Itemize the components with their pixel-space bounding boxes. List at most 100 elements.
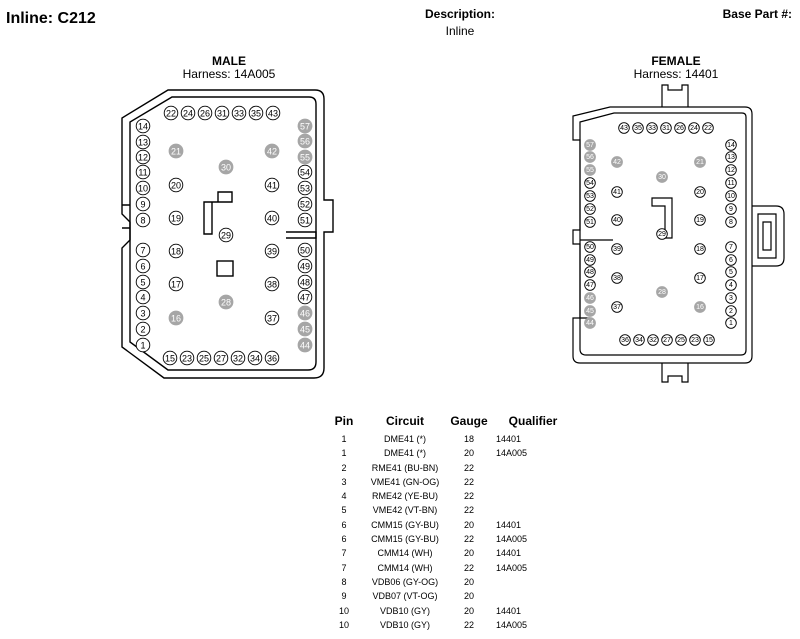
female-pin-label: 13 [727,154,735,161]
circuit-cell: VDB10 (GY) [379,619,430,630]
female-pin-label: 11 [727,180,734,187]
male-pin-label: 48 [300,278,310,288]
female-pin-label: 57 [586,142,594,149]
qualifier-cell [490,461,576,475]
female-pin-1 [725,317,737,329]
gauge-cell: 22 [463,491,474,502]
pin-cell: 1 [341,448,347,459]
qualifier-cell [490,489,576,503]
male-pin-label: 51 [300,216,310,226]
female-pin-29 [656,228,668,240]
male-pin-label: 41 [267,181,277,191]
female-pin-13 [725,151,737,163]
female-pin-label: 2 [729,308,733,315]
circuit-cell: DME41 (*) [383,434,426,444]
female-pin-label: 14 [727,142,735,149]
pin-cell: 7 [341,548,347,559]
female-pin-label: 30 [658,174,666,181]
female-pin-label: 17 [696,275,704,282]
male-pin-label: 23 [182,354,192,364]
description-value: Inline [445,24,475,38]
qualifier-cell [490,589,576,603]
male-pin-19 [168,210,184,226]
male-pin-label: 20 [171,181,181,191]
female-pin-30 [656,171,668,183]
male-pin-53 [297,180,313,196]
female-pin-43 [618,122,630,134]
female-pin-label: 41 [613,189,621,196]
female-pin-label: 22 [704,125,712,132]
male-pin-label: 31 [217,109,227,119]
male-pin-label: 53 [300,184,310,194]
gauge-cell: 22 [463,462,474,473]
female-connector: FEMALE Harness: 14401 [572,54,785,383]
female-pin-26 [674,122,686,134]
pin-table-header: Pin Circuit Gauge Qualifier [326,414,576,432]
description-label: Description: [424,7,495,21]
male-pin-label: 46 [300,309,310,319]
male-pin-label: 6 [140,262,145,272]
male-pin-6 [135,258,151,274]
male-pin-label: 44 [300,341,310,351]
female-pin-label: 53 [586,193,594,200]
qualifier-cell [490,503,576,517]
male-pin-39 [264,243,280,259]
circuit-cell: CMM14 (WH) [377,548,433,559]
page-title: Inline: C212 [6,10,96,27]
male-pin-24 [180,105,196,121]
female-pin-5 [725,266,737,278]
female-pin-34 [633,334,645,346]
female-pin-46 [584,292,596,304]
female-pin-37 [611,301,623,313]
male-pin-16 [168,310,184,326]
male-pin-57 [297,118,313,134]
male-pin-10 [135,180,151,196]
male-pin-20 [168,177,184,193]
female-pin-32 [647,334,659,346]
female-pin-label: 51 [586,219,594,226]
gauge-column-header: Gauge [450,414,488,428]
qualifier-cell: 14A005 [496,619,528,630]
female-pin-label: 34 [635,337,643,344]
female-pin-9 [725,203,737,215]
female-pin-11 [725,177,737,189]
male-pin-label: 33 [234,109,244,119]
female-pin-label: 25 [677,337,685,344]
female-pin-label: 44 [586,320,594,327]
male-pin-17 [168,276,184,292]
male-pin-label: 12 [138,153,148,163]
pin-cell: 2 [341,462,347,473]
female-pin-22 [702,122,714,134]
female-pin-label: 48 [586,269,594,276]
female-pin-label: 31 [662,125,670,132]
male-pin-25 [196,350,212,366]
female-pin-31 [660,122,672,134]
pin-cell: 1 [341,434,347,444]
circuit-cell: VDB07 (VT-OG) [372,591,438,602]
circuit-column-header: Circuit [385,414,424,428]
female-pin-label: 39 [613,246,621,253]
male-pin-label: 54 [300,168,310,178]
female-bottom-tab [661,363,689,383]
female-pin-2 [725,305,737,317]
male-pin-49 [297,258,313,274]
male-pin-label: 21 [171,147,181,157]
male-pin-13 [135,134,151,150]
female-pin-36 [619,334,631,346]
female-pin-12 [725,164,737,176]
male-inner-shell [129,96,317,371]
female-pin-label: 18 [696,246,704,253]
gauge-cell: 20 [463,519,474,530]
circuit-cell: CMM15 (GY-BU) [371,519,439,530]
male-pin-15 [162,350,178,366]
female-pin-label: 50 [586,244,594,251]
female-pin-label: 28 [658,289,666,296]
male-connector: MALE Harness: 14A005 [121,54,334,379]
male-pin-52 [297,196,313,212]
female-pin-label: 7 [729,244,733,251]
